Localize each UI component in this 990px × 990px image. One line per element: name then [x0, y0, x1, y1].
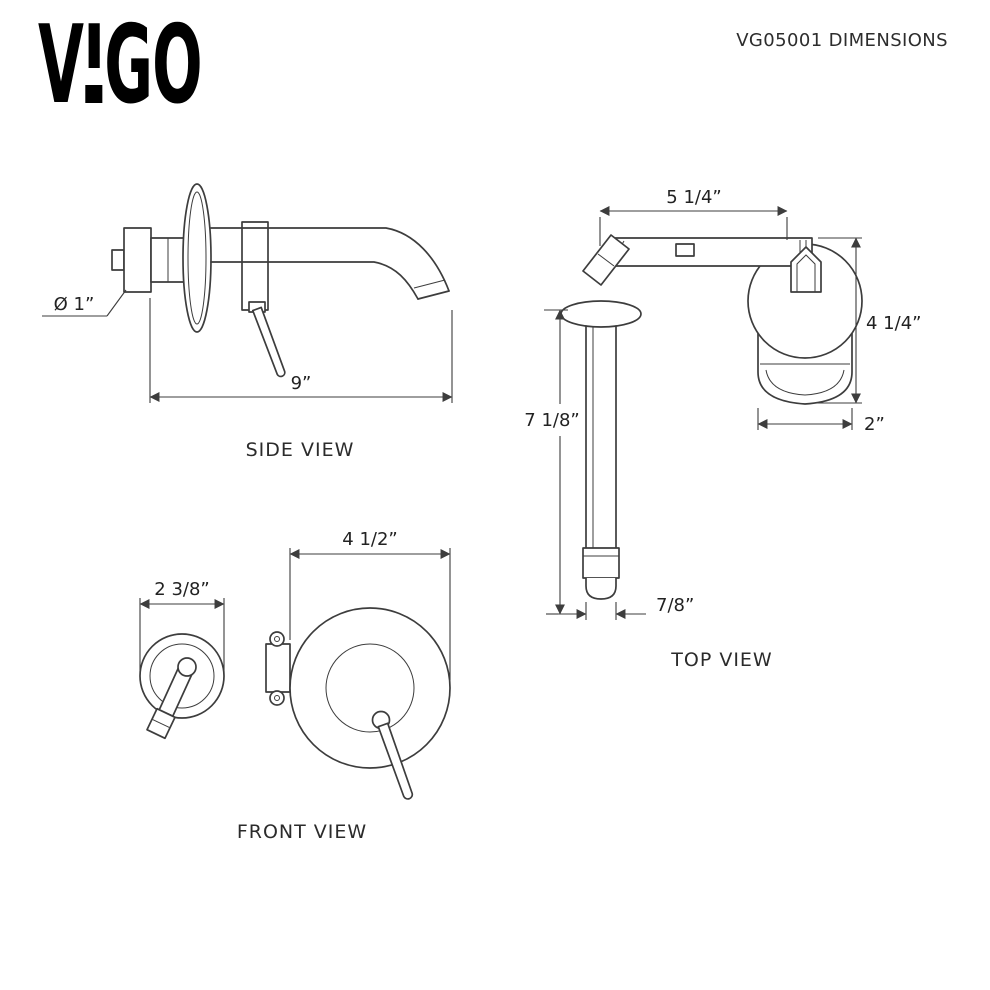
vigo-logo: VIGO [38, 3, 203, 128]
vigo-logo-letter: O [152, 3, 203, 128]
inlet-diameter-label: Ø 1” [54, 294, 95, 315]
top-view: 5 1/4” 4 1/4” 2” 7 1/8” [524, 187, 921, 671]
dim-inlet-diameter: Ø 1” [42, 289, 127, 317]
handle-plate [289, 607, 451, 769]
dim-spout-tip-width: 7/8” [556, 595, 694, 620]
top-view-faucet [560, 234, 863, 600]
dim-spout-reach: 9” [149, 298, 453, 403]
front-handle-lever [377, 722, 414, 800]
vigo-logo-letter-i: I [81, 3, 105, 128]
front-view-faucet [139, 607, 451, 800]
front-view-label: FRONT VIEW [237, 821, 367, 843]
dim-handle-depth: 4 1/4” [812, 237, 921, 404]
spout-tip [585, 578, 617, 600]
sheet-title: VG05001 DIMENSIONS [736, 30, 948, 51]
spout-to-handle-label: 5 1/4” [666, 187, 721, 208]
spout-tip-width-label: 7/8” [656, 595, 694, 616]
handle-body [241, 221, 269, 311]
spout-top-edge [210, 227, 450, 292]
spout-bottom-edge [210, 261, 419, 300]
supply-stub [111, 249, 125, 271]
handle-plate-diameter-label: 4 1/2” [342, 529, 397, 550]
side-view: Ø 1” 9” SIDE VIEW [42, 183, 453, 461]
dim-spout-length: 7 1/8” [524, 309, 580, 615]
side-view-faucet [111, 183, 450, 378]
spout-hub [177, 657, 197, 677]
dim-spout-to-handle: 5 1/4” [599, 187, 788, 246]
screw-tab-bottom [269, 690, 285, 706]
wall-plate [182, 183, 212, 333]
spout-length-label: 7 1/8” [524, 410, 579, 431]
front-view: 2 3/8” 4 1/2” FRONT VIEW [139, 529, 451, 843]
vigo-logo-letter: G [104, 3, 153, 128]
screw-tab-top [269, 631, 285, 647]
aerator-band [582, 547, 620, 579]
dim-handle-width: 2” [757, 408, 885, 435]
front-bracket [265, 643, 291, 693]
valve-top [790, 246, 822, 293]
spout-reach-label: 9” [291, 373, 312, 394]
top-view-label: TOP VIEW [670, 649, 772, 671]
dim-spout-plate: 2 3/8” [139, 579, 225, 672]
spout-plate-diameter-label: 2 3/8” [154, 579, 209, 600]
vigo-logo-letter: V [38, 3, 84, 128]
side-view-label: SIDE VIEW [246, 439, 355, 461]
bar-detail [675, 243, 695, 257]
mounting-bracket [123, 227, 152, 293]
dim-handle-plate: 4 1/2” [289, 529, 451, 680]
handle-lever [251, 306, 286, 378]
handle-depth-label: 4 1/4” [866, 313, 921, 334]
handle-width-label: 2” [864, 414, 885, 435]
mounting-bar [597, 237, 813, 267]
